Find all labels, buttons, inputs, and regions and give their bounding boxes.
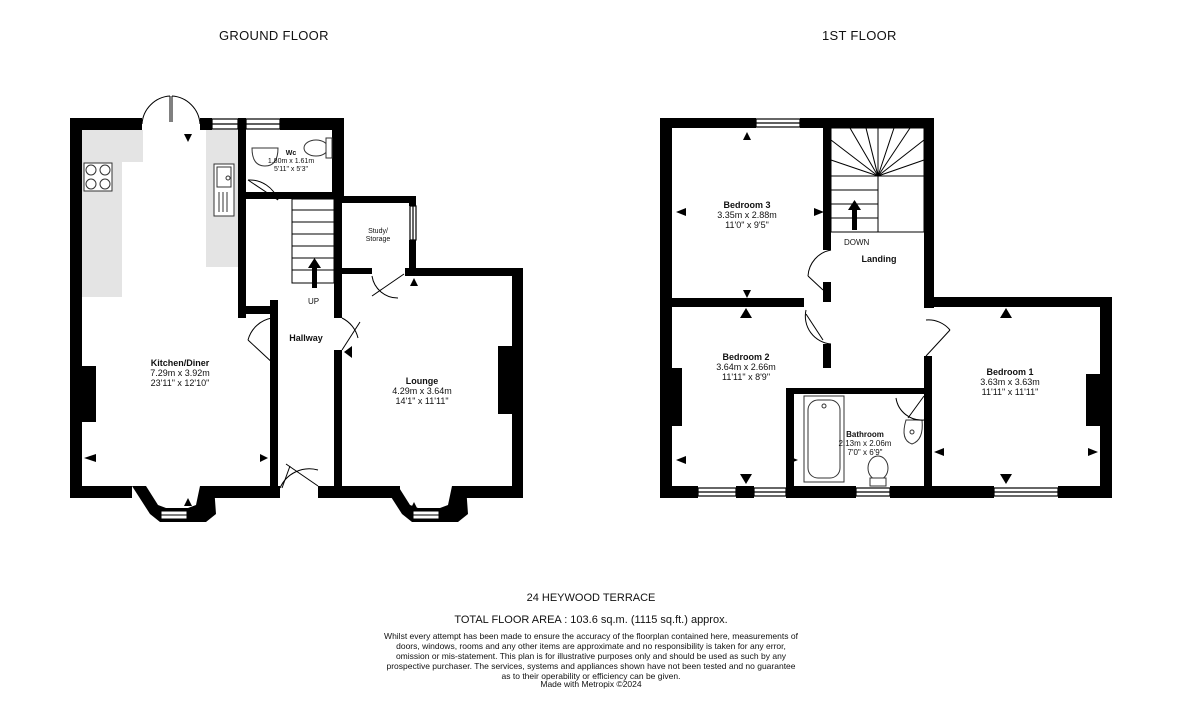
disclaimer-text: Whilst every attempt has been made to en… — [384, 631, 798, 681]
first-floor-heading: 1ST FLOOR — [822, 28, 897, 43]
bath-icon — [803, 395, 845, 483]
lounge-bay-window — [384, 486, 468, 522]
stairs-down-label: DOWN — [844, 238, 870, 247]
room-metric: 2.13m x 2.06m — [838, 439, 892, 448]
room-name: Wc — [285, 150, 297, 157]
room-bedroom-3: Bedroom 3 3.35m x 2.88m 11'0" x 9'5" — [690, 200, 804, 230]
room-study-storage: Study/ Storage — [350, 228, 406, 244]
room-name: Lounge — [405, 376, 439, 386]
stairs-down-arrow-icon — [848, 200, 861, 230]
room-imperial: 5'11" x 5'3" — [274, 166, 308, 173]
total-floor-area: TOTAL FLOOR AREA : 103.6 sq.m. (1115 sq.… — [454, 614, 728, 626]
stairs-up-label: UP — [308, 297, 320, 306]
toilet-icon — [867, 455, 889, 487]
first-door-swings — [804, 249, 951, 421]
room-name: Bathroom — [846, 430, 884, 439]
room-imperial: 14'1" x 11'11" — [395, 396, 449, 406]
first-dimension-arrows — [676, 132, 1098, 484]
room-name: Bedroom 2 — [722, 352, 770, 362]
room-imperial: 23'11" x 12'10" — [150, 378, 210, 388]
made-with-credit: Made with Metropix ©2024 — [540, 679, 642, 689]
first-walls — [660, 118, 1112, 498]
room-name: Hallway — [289, 333, 323, 343]
french-doors — [141, 95, 201, 125]
room-wc: Wc 1.80m x 1.61m 5'11" x 5'3" — [252, 150, 330, 174]
room-name: Bedroom 1 — [986, 367, 1034, 377]
kitchen-bay-window — [132, 486, 216, 522]
room-metric: 3.63m x 3.63m — [980, 377, 1040, 387]
room-name: Bedroom 3 — [723, 200, 771, 210]
kitchen-door-window — [211, 118, 417, 241]
bathroom-basin-icon — [903, 419, 923, 445]
ground-floor-heading: GROUND FLOOR — [219, 28, 329, 43]
room-metric: 7.29m x 3.92m — [150, 368, 210, 378]
room-imperial: 11'11" x 11'11" — [981, 387, 1039, 397]
ground-door-swings — [247, 179, 405, 489]
first-floor-plan — [660, 118, 1112, 498]
kitchen-worktop-top — [122, 130, 143, 162]
ground-floor-plan — [70, 95, 523, 522]
room-metric: 3.35m x 2.88m — [717, 210, 777, 220]
ground-dimension-arrows — [84, 134, 506, 510]
room-imperial: 11'0" x 9'5" — [725, 220, 769, 230]
hob-icon — [83, 162, 113, 192]
property-address: 24 HEYWOOD TERRACE — [526, 592, 656, 604]
room-hallway: Hallway — [278, 333, 334, 343]
first-stairs — [830, 127, 925, 233]
room-kitchen-diner: Kitchen/Diner 7.29m x 3.92m 23'11" x 12'… — [110, 358, 250, 388]
room-name-2: Storage — [365, 236, 391, 243]
ground-stairs — [291, 198, 335, 284]
room-name: Study/ — [368, 228, 388, 235]
room-imperial: 7'0" x 6'9" — [847, 448, 883, 457]
room-bedroom-1: Bedroom 1 3.63m x 3.63m 11'11" x 11'11" — [952, 367, 1068, 397]
room-imperial: 11'11" x 8'9" — [721, 372, 771, 382]
room-metric: 3.64m x 2.66m — [716, 362, 776, 372]
wc-fittings — [251, 137, 333, 167]
room-bathroom: Bathroom 2.13m x 2.06m 7'0" x 6'9" — [826, 430, 904, 457]
room-landing: Landing — [850, 254, 908, 264]
room-bedroom-2: Bedroom 2 3.64m x 2.66m 11'11" x 8'9" — [690, 352, 802, 382]
room-name: Landing — [861, 254, 897, 264]
room-metric: 4.29m x 3.64m — [392, 386, 452, 396]
ground-walls — [70, 118, 523, 498]
room-name: Kitchen/Diner — [150, 358, 210, 368]
first-windows — [697, 118, 1059, 497]
room-metric: 1.80m x 1.61m — [267, 158, 315, 165]
kitchen-worktop-left — [82, 130, 122, 297]
kitchen-sink-icon — [213, 163, 235, 217]
room-lounge: Lounge 4.29m x 3.64m 14'1" x 11'11" — [362, 376, 482, 406]
stairs-up-arrow-icon — [308, 258, 321, 288]
